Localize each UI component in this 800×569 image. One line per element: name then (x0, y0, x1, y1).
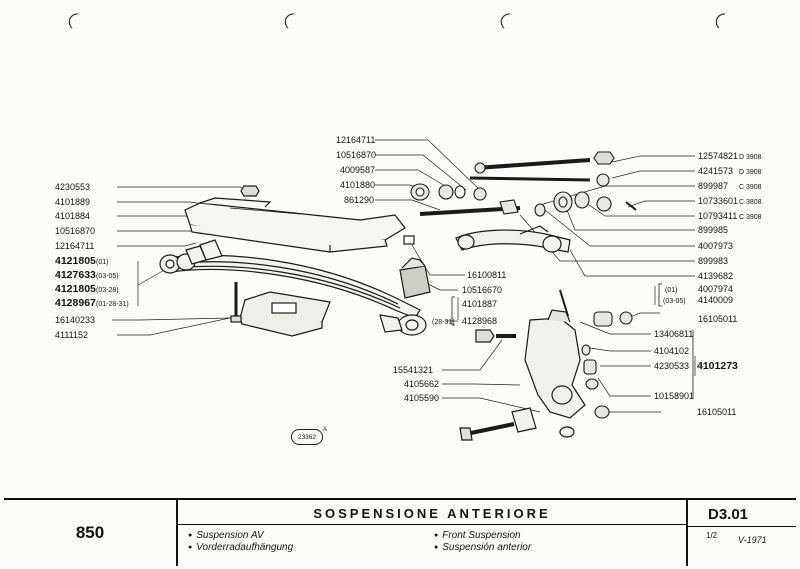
section-title: SOSPENSIONE ANTERIORE (313, 506, 551, 521)
part-label: 4101889 (55, 197, 90, 207)
part-label: 4128967 (55, 297, 96, 309)
part-label: 4104102 (654, 346, 689, 356)
part-label: 4121805 (55, 283, 96, 295)
part-label: 10158901 (654, 391, 694, 401)
part-label: 4111152 (55, 330, 88, 340)
part-code: C 3808 (739, 199, 762, 206)
part-label: 4105590 (404, 393, 439, 403)
part-label: 4007973 (698, 241, 733, 251)
part-code: D 3908 (739, 169, 762, 176)
part-code: C 3908 (739, 184, 762, 191)
part-note: (28-31) (432, 319, 455, 326)
drawing-ref-number: 23362 (297, 433, 317, 441)
drawing-steering-knuckle (459, 289, 586, 441)
title-french: Suspension AV (188, 530, 263, 542)
part-label: 13406811 (654, 329, 693, 339)
part-label: 4241573 (698, 166, 733, 176)
drawing-leaf-spring (159, 239, 427, 336)
part-label: 15541321 (393, 365, 433, 375)
part-label: 16100811 (467, 270, 506, 280)
drawing-ref-badge: 23362 (291, 429, 323, 445)
part-label: 4007974 (698, 284, 733, 294)
part-label: 4121805 (55, 255, 96, 267)
part-label: 12164711 (55, 241, 94, 251)
exploded-diagram: 4230553 4101889 4101884 10516870 1216471… (55, 13, 762, 441)
part-label: 10516670 (462, 285, 502, 295)
code-divider (688, 526, 796, 527)
title-block: 850 SOSPENSIONE ANTERIORE Suspension AV … (4, 498, 796, 566)
part-label: 16105011 (697, 407, 736, 417)
title-german: Vorderradaufhängung (188, 542, 293, 554)
part-label: 12574821 (698, 151, 738, 161)
part-note: (03-28) (96, 287, 119, 294)
leader-lines (112, 139, 696, 413)
part-label: 10516870 (55, 226, 95, 236)
part-label: 4140009 (698, 295, 733, 305)
part-label: 4101880 (340, 180, 375, 190)
title-divider (178, 524, 686, 525)
part-label: 4009587 (340, 165, 375, 175)
part-label: 16105011 (698, 314, 737, 324)
drawing-kingpin-bushings (581, 311, 633, 419)
part-label: 4127633 (55, 269, 96, 281)
part-label: 899985 (698, 225, 728, 235)
drawing-upper-hardware (410, 151, 637, 217)
part-code: D 3908 (739, 154, 762, 161)
part-label: 4105662 (404, 379, 439, 389)
title-english: Front Suspension (434, 530, 520, 542)
drawing-control-arm (455, 225, 571, 253)
part-label: 10793411 (698, 211, 737, 221)
drawing-rubber-buffer (399, 235, 431, 299)
part-label: 4230533 (654, 361, 689, 371)
part-note: (01) (665, 287, 677, 294)
drawing-crossmember (184, 197, 406, 253)
section-code: D3.01 (708, 506, 749, 523)
sheet-number: 1/2 (706, 531, 718, 540)
part-label: 10733601 (698, 196, 738, 206)
group-brackets (451, 283, 694, 398)
part-code: C 3908 (739, 214, 762, 221)
title-spanish: Suspensión anterior (434, 542, 531, 554)
part-label: 899983 (698, 256, 728, 266)
part-label: 16140233 (55, 315, 95, 325)
part-note: (03-05) (663, 298, 686, 305)
drawing-spring-plate (230, 185, 331, 337)
part-label: 4128968 (462, 316, 497, 326)
part-note: (01-28-31) (96, 301, 129, 308)
part-label: 4101887 (462, 299, 497, 309)
part-label: 4101884 (55, 211, 90, 221)
part-note: (01) (96, 259, 108, 266)
revision-date: V-1971 (738, 535, 767, 545)
title-block-middle: SOSPENSIONE ANTERIORE Suspension AV Vord… (178, 500, 688, 566)
drawing-ref-letter: A (323, 427, 328, 433)
part-label: 4139682 (698, 271, 733, 281)
title-block-right: D3.01 1/2 V-1971 (688, 500, 796, 566)
part-label: 861290 (344, 195, 374, 205)
binder-hole-marks (68, 13, 726, 29)
part-label: 10516870 (336, 150, 376, 160)
part-label: 899987 (698, 181, 728, 191)
part-label: 12164711 (336, 135, 375, 145)
part-label: 4230553 (55, 182, 90, 192)
part-note: (03-05) (96, 273, 119, 280)
model-number: 850 (4, 500, 178, 566)
part-group-label: 4101273 (697, 360, 738, 372)
